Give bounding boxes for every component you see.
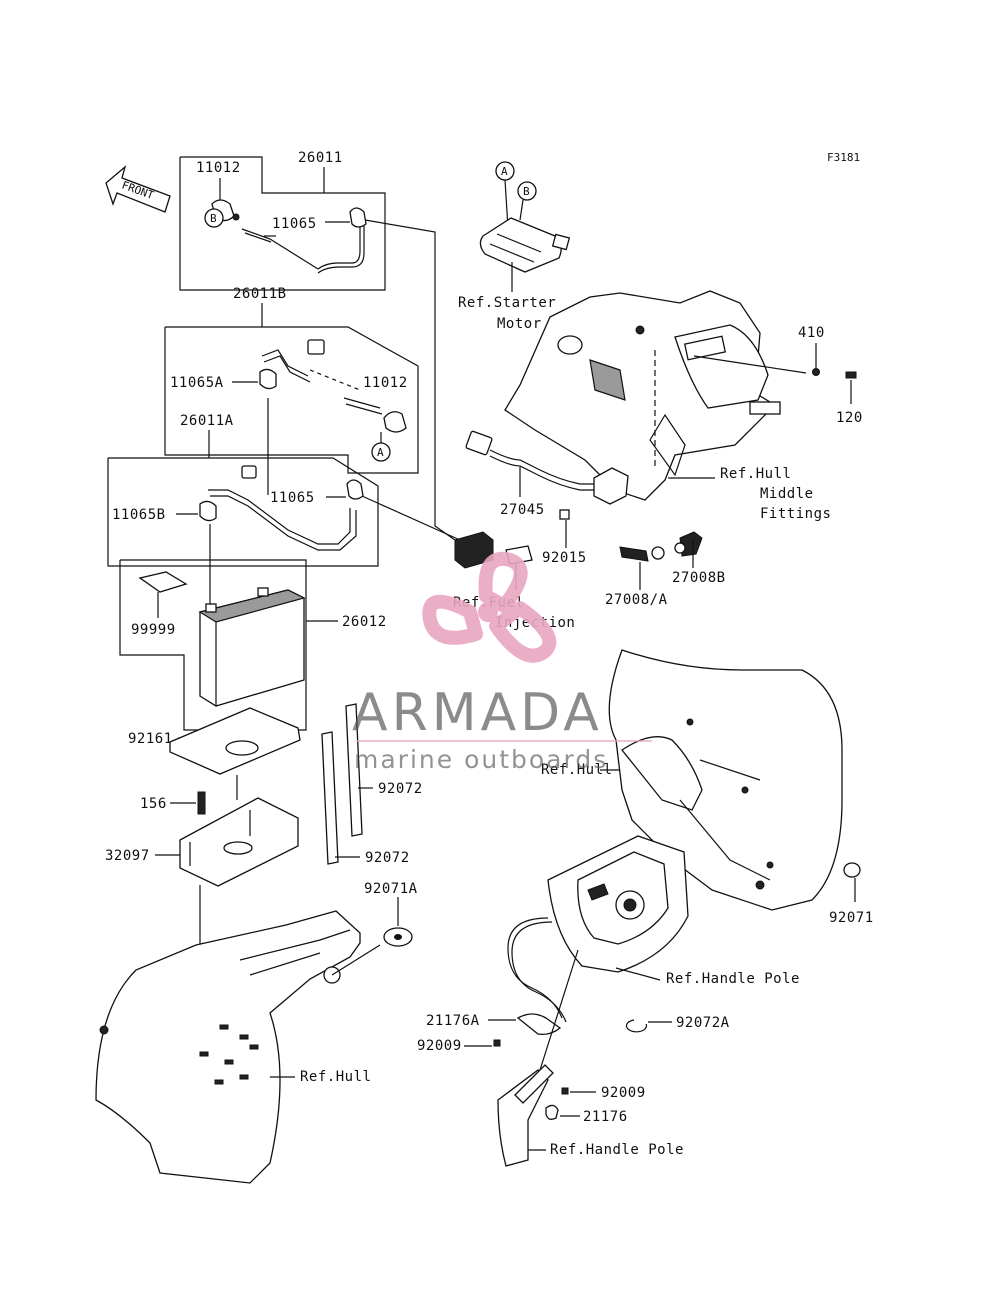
packet-99999 [138, 571, 188, 593]
bolt-156 [197, 791, 206, 815]
label-32097: 32097 [105, 848, 150, 864]
label-26011B: 26011B [233, 286, 287, 302]
strap-92072-b [321, 731, 339, 865]
label-11012-mid: 11012 [363, 375, 408, 391]
label-92072A: 92072A [676, 1015, 730, 1031]
handle-pole-lower [497, 1069, 549, 1167]
clamp-21176 [545, 1104, 559, 1120]
terminal-cover-11065B [199, 500, 217, 522]
label-99999: 99999 [131, 622, 176, 638]
label-26011: 26011 [298, 150, 343, 166]
ref-a-mid: A [377, 446, 384, 459]
ref-a-starter: A [501, 165, 508, 178]
label-92161: 92161 [128, 731, 173, 747]
hull-fastener-holes [199, 1024, 259, 1085]
hull-middle-fittings-group: 410 120 Ref.Hull Middle Fittings [504, 290, 863, 522]
label-92071: 92071 [829, 910, 874, 926]
clamp-21176A [516, 1013, 562, 1036]
handle-pole-group: Ref.Handle Pole 21176A 92009 92072A 9200… [417, 835, 800, 1167]
clip-92015 [559, 509, 570, 520]
figure-code: F3181 [827, 151, 860, 164]
sensor-26011B [307, 339, 325, 355]
label-11065-top: 11065 [272, 216, 317, 232]
sensor-26011A [241, 465, 257, 479]
label-26011A: 26011A [180, 413, 234, 429]
ref-b-top: B [210, 212, 217, 225]
battery-cable-26011 [241, 221, 361, 270]
ref-a-circle-mid [371, 442, 391, 462]
front-arrow-icon: FRONT [105, 165, 171, 213]
label-92071A: 92071A [364, 881, 418, 897]
label-ref-starter-2: Motor [497, 316, 542, 332]
screw-92009-a [493, 1039, 501, 1047]
label-410: 410 [798, 325, 825, 341]
label-11012-top: 11012 [196, 160, 241, 176]
cable-26011B-group: 26011B 11065A 11012 A [164, 286, 419, 495]
wire-21176A [507, 917, 563, 1019]
watermark-tagline: marine outboards [354, 745, 608, 774]
label-26012: 26012 [342, 614, 387, 630]
label-ref-hull-right: Ref.Hull [541, 762, 612, 778]
switch-box-27045 [593, 467, 629, 505]
straps-group: 92072 92072 [321, 703, 423, 866]
label-92009-a: 92009 [417, 1038, 462, 1054]
label-92072-a: 92072 [378, 781, 423, 797]
label-ref-hull-middle-3: Fittings [760, 506, 831, 522]
label-27008B: 27008B [672, 570, 726, 586]
label-11065A: 11065A [170, 375, 224, 391]
propeller-logo-icon [422, 551, 557, 663]
terminal-cover-11065-mid [346, 479, 364, 500]
hull-right-group: Ref.Hull 92071 [541, 649, 874, 926]
label-11065B: 11065B [112, 507, 166, 523]
terminal-cover-11065A [259, 368, 277, 390]
label-ref-handle-pole-2: Ref.Handle Pole [550, 1142, 684, 1158]
connector-27045 [465, 430, 493, 456]
strap-92072-a [345, 703, 363, 837]
starter-motor-group: A B Ref.Starter Motor [458, 161, 571, 332]
label-ref-starter-1: Ref.Starter [458, 295, 556, 311]
label-92072-b: 92072 [365, 850, 410, 866]
label-11065-mid: 11065 [270, 490, 315, 506]
ref-b-circle-starter [517, 181, 537, 201]
harness-27045-group: 27045 92015 27008/A 27008B [465, 430, 726, 608]
pad-92161 [169, 707, 301, 775]
battery-tray-group: 92161 156 32097 [105, 707, 301, 960]
watermark: ARMADA marine outboards [352, 551, 652, 774]
clip-92072A [625, 1019, 648, 1033]
cable-26011A-group: 26011A 11065B 11065 [107, 413, 461, 610]
label-27008A: 27008/A [605, 592, 668, 608]
hull-bottom-group: Ref.Hull 92071A [95, 881, 418, 1184]
washer-410 [812, 368, 820, 376]
hull-right-body [608, 649, 843, 911]
label-21176A: 21176A [426, 1013, 480, 1029]
ref-b-circle-top [204, 208, 224, 228]
hull-bottom-section [95, 910, 361, 1184]
label-27045: 27045 [500, 502, 545, 518]
label-ref-handle-pole-1: Ref.Handle Pole [666, 971, 800, 987]
cable-26011-group: 26011 11012 B 11065 [179, 150, 463, 546]
terminal-cover-11065-top [349, 207, 367, 228]
battery-group: 99999 26012 [119, 559, 387, 731]
label-21176: 21176 [583, 1109, 628, 1125]
label-ref-hull-middle-1: Ref.Hull [720, 466, 791, 482]
label-ref-hull-middle-2: Middle [760, 486, 814, 502]
battery-cable-26011B [261, 349, 311, 383]
ref-b-starter: B [523, 185, 530, 198]
watermark-brand: ARMADA [352, 683, 603, 743]
screw-92009-b [561, 1087, 569, 1095]
battery-cable-26011A [208, 489, 357, 551]
grommet-92071 [843, 862, 861, 878]
label-ref-hull-bottom: Ref.Hull [300, 1069, 371, 1085]
key-27008A [619, 546, 649, 562]
label-92009-b: 92009 [601, 1085, 646, 1101]
terminal-cap-11012-mid [383, 411, 407, 433]
label-92015: 92015 [542, 550, 587, 566]
label-156: 156 [140, 796, 167, 812]
label-120: 120 [836, 410, 863, 426]
bolt-120 [845, 371, 857, 379]
